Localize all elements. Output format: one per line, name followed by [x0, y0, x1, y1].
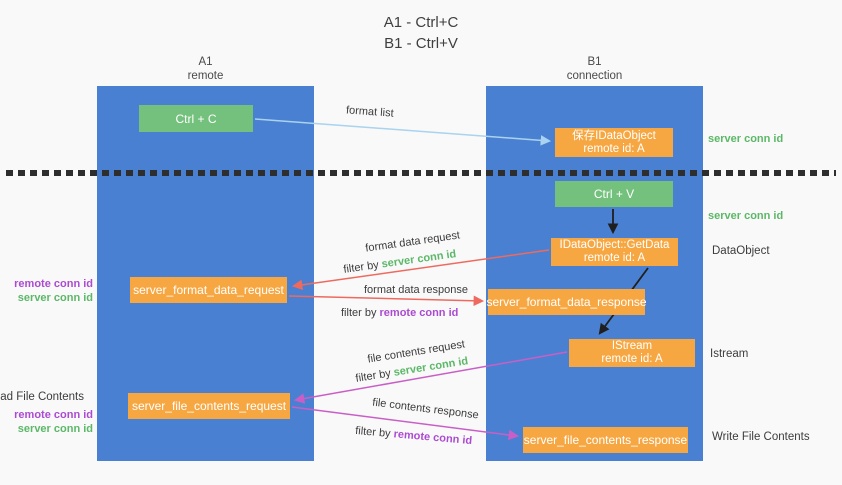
side-label-istream: Istream — [710, 348, 749, 360]
column-a1-role: remote — [187, 69, 224, 82]
getdata-line2: remote id: A — [583, 252, 646, 264]
node-ctrl-c: Ctrl + C — [139, 105, 253, 132]
node-ctrl-v: Ctrl + V — [555, 181, 673, 207]
title-line-2: B1 - Ctrl+V — [384, 35, 458, 52]
side-label-dataobject: DataObject — [712, 245, 770, 257]
remote-conn-id-text: remote conn id — [379, 307, 459, 319]
remote-conn-id-text: remote conn id — [393, 428, 473, 448]
label-filter-remote-conn-2: filter by remote conn id — [355, 425, 473, 447]
side-label-server-conn-id-mid: server conn id — [708, 210, 784, 222]
side-label-write-file-contents: Write File Contents — [712, 431, 810, 443]
side-label-server-conn-id-left-bottom: server conn id — [17, 423, 93, 435]
column-header-a1: A1 remote — [97, 56, 314, 83]
label-format-data-response: format data response — [364, 284, 468, 296]
filter-by-text: filter by — [354, 366, 395, 385]
title-line-1: A1 - Ctrl+C — [383, 14, 459, 31]
label-format-list: format list — [345, 104, 395, 120]
filter-by-text: filter by — [354, 424, 395, 441]
filter-by-text: filter by — [341, 307, 380, 319]
node-server-file-contents-request: server_file_contents_request — [128, 393, 290, 419]
side-label-remote-conn-id-top: remote conn id — [14, 278, 93, 290]
side-label-server-conn-id-left-top: server conn id — [17, 292, 93, 304]
side-label-server-conn-id-top: server conn id — [708, 133, 784, 145]
column-b1-name: B1 — [587, 56, 602, 68]
node-istream: IStream remote id: A — [569, 339, 695, 367]
ctrl-v-label: Ctrl + V — [593, 187, 635, 201]
node-idataobject-getdata: IDataObject::GetData remote id: A — [551, 238, 678, 266]
column-header-b1: B1 connection — [486, 56, 703, 83]
label-file-contents-response: file contents response — [371, 396, 480, 422]
side-label-remote-conn-id-bottom: remote conn id — [14, 409, 93, 421]
format-request-label: server_format_data_request — [133, 283, 284, 297]
save-idataobject-line1: 保存IDataObject — [572, 129, 656, 142]
side-label-read-file-contents: Read File Contents — [0, 391, 84, 403]
column-a1-name: A1 — [198, 56, 213, 68]
dotted-separator — [6, 170, 836, 176]
istream-line2: remote id: A — [601, 353, 663, 365]
node-server-file-contents-response: server_file_contents_response — [523, 427, 688, 453]
column-b1-role: connection — [566, 69, 623, 82]
diagram-title: A1 - Ctrl+C B1 - Ctrl+V — [301, 12, 541, 54]
server-conn-id-text: server conn id — [380, 248, 458, 271]
file-request-label: server_file_contents_request — [131, 399, 287, 413]
node-server-format-data-response: server_format_data_response — [486, 289, 647, 315]
format-response-label: server_format_data_response — [486, 295, 647, 309]
istream-line1: IStream — [611, 340, 653, 352]
getdata-line1: IDataObject::GetData — [559, 239, 670, 251]
arrow-format-data-response — [288, 295, 485, 307]
save-idataobject-line2: remote id: A — [583, 142, 645, 155]
node-save-idataobject: 保存IDataObject remote id: A — [555, 128, 673, 157]
node-server-format-data-request: server_format_data_request — [130, 277, 287, 303]
file-response-label: server_file_contents_response — [523, 433, 688, 447]
filter-by-text: filter by — [342, 258, 383, 276]
ctrl-c-label: Ctrl + C — [175, 111, 217, 126]
label-filter-server-conn-1: filter by server conn id — [343, 248, 457, 276]
label-filter-remote-conn-1: filter by remote conn id — [341, 307, 458, 319]
